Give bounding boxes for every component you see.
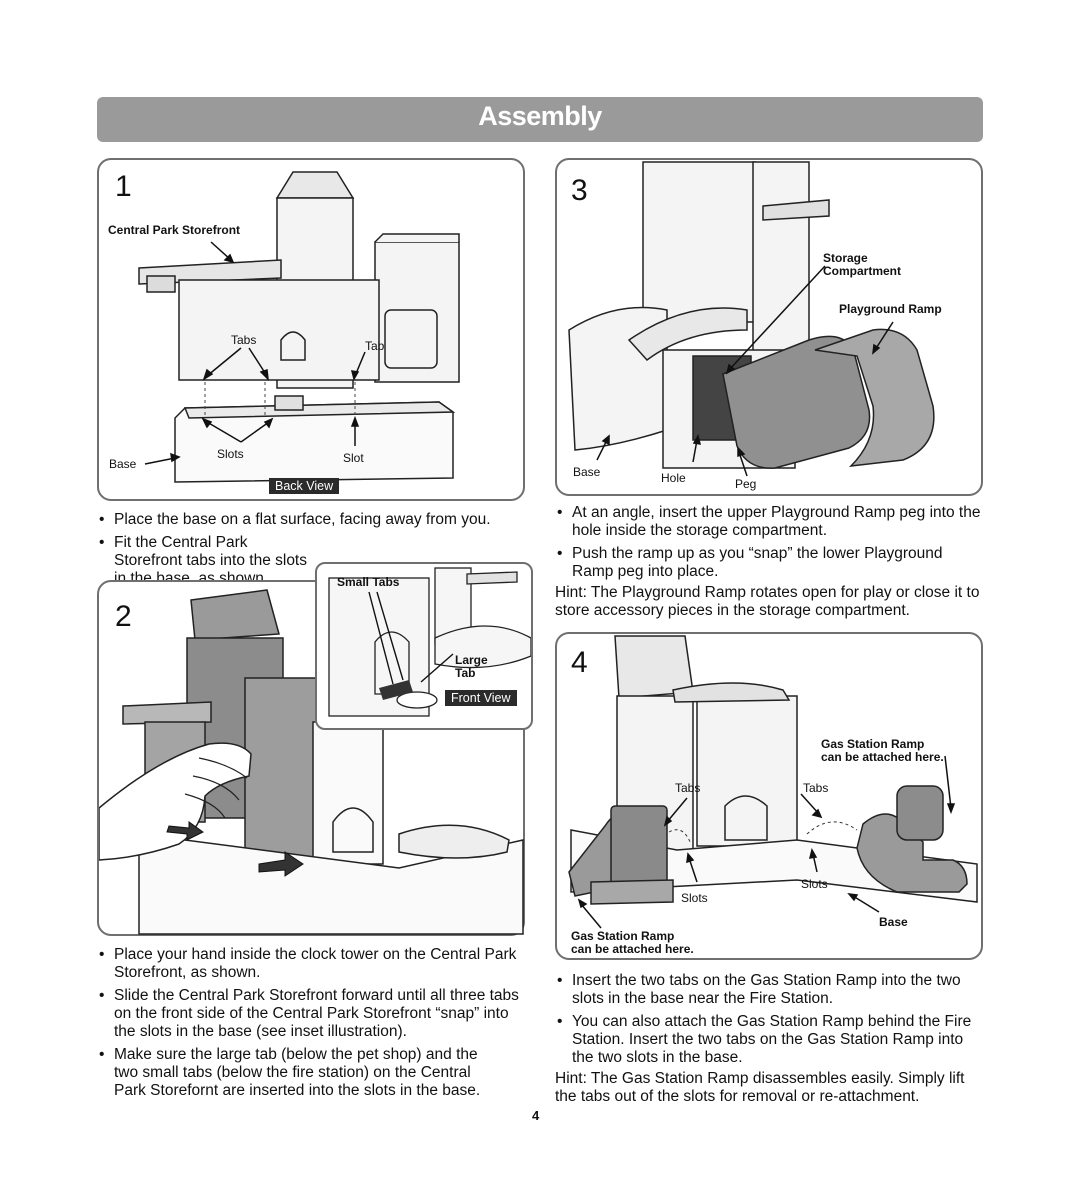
step4-hint: Hint: The Gas Station Ramp disassembles … <box>555 1070 965 1105</box>
step3-instructions: At an angle, insert the upper Playground… <box>555 504 987 586</box>
label-tabs-left: Tabs <box>675 781 701 795</box>
label-base: Base <box>879 915 908 929</box>
step3-panel: 3 Storage Compartment Playground Ramp Ba… <box>555 158 983 496</box>
label-storage-line2: Compartment <box>823 264 902 278</box>
step2-bullet-2: Slide the Central Park Storefront forwar… <box>97 987 529 1041</box>
inset-illustration <box>328 567 531 717</box>
step3-bullet-2: Push the ramp up as you “snap” the lower… <box>555 545 987 581</box>
label-gas-station-bottom-line2: can be attached here. <box>571 942 694 956</box>
step2-bullet-1: Place your hand inside the clock tower o… <box>97 946 529 982</box>
step4-instructions: Insert the two tabs on the Gas Station R… <box>555 972 987 1072</box>
page-number: 4 <box>532 1108 540 1123</box>
front-view-tag: Front View <box>445 690 517 706</box>
label-gas-station-bottom-line1: Gas Station Ramp <box>571 929 675 943</box>
label-slot: Slot <box>343 451 364 465</box>
label-tab: Tab <box>365 339 385 353</box>
step1-illustration <box>138 171 460 483</box>
step2-illustration <box>99 589 524 935</box>
front-view-inset: Small Tabs Large Tab Front View <box>315 562 533 730</box>
label-peg: Peg <box>735 477 757 491</box>
step3-bullet-1: At an angle, insert the upper Playground… <box>555 504 987 540</box>
step2-bullet-3: Make sure the large tab (below the pet s… <box>97 1046 494 1100</box>
label-slots-left: Slots <box>681 891 708 905</box>
label-tabs: Tabs <box>231 333 257 347</box>
label-large-tab-line1: Large <box>455 653 488 667</box>
step4-number: 4 <box>571 646 588 679</box>
label-storage-line1: Storage <box>823 251 868 265</box>
label-gas-station-top-line1: Gas Station Ramp <box>821 737 925 751</box>
label-base: Base <box>573 465 601 479</box>
label-tabs-right: Tabs <box>803 781 829 795</box>
back-view-tag: Back View <box>269 478 340 494</box>
label-hole: Hole <box>661 471 686 485</box>
step4-bullet-2: You can also attach the Gas Station Ramp… <box>555 1013 987 1067</box>
label-base: Base <box>109 457 137 471</box>
label-slots-right: Slots <box>801 877 828 891</box>
step1-panel: 1 <box>97 158 525 501</box>
step1-bullet-1: Place the base on a flat surface, facing… <box>97 511 529 529</box>
label-central-park-storefront: Central Park Storefront <box>108 223 241 237</box>
label-gas-station-top-line2: can be attached here. <box>821 750 944 764</box>
label-small-tabs: Small Tabs <box>337 575 400 589</box>
header-banner: Assembly <box>97 97 983 142</box>
step3-hint: Hint: The Playground Ramp rotates open f… <box>555 584 980 619</box>
label-large-tab-line2: Tab <box>455 666 476 680</box>
step1-number: 1 <box>115 170 132 203</box>
step4-illustration <box>568 635 978 929</box>
label-playground-ramp: Playground Ramp <box>839 302 942 316</box>
step2-panel: 2 <box>97 562 533 936</box>
step4-panel: 4 Gas Station Ram <box>555 632 983 960</box>
step3-number: 3 <box>571 174 588 207</box>
page-title: Assembly <box>478 101 602 131</box>
step4-bullet-1: Insert the two tabs on the Gas Station R… <box>555 972 987 1008</box>
label-slots: Slots <box>217 447 244 461</box>
step1-instructions: Place the base on a flat surface, facing… <box>97 511 529 593</box>
step3-illustration <box>568 161 935 477</box>
step2-number: 2 <box>115 600 132 633</box>
step2-instructions: Place your hand inside the clock tower o… <box>97 946 529 1105</box>
